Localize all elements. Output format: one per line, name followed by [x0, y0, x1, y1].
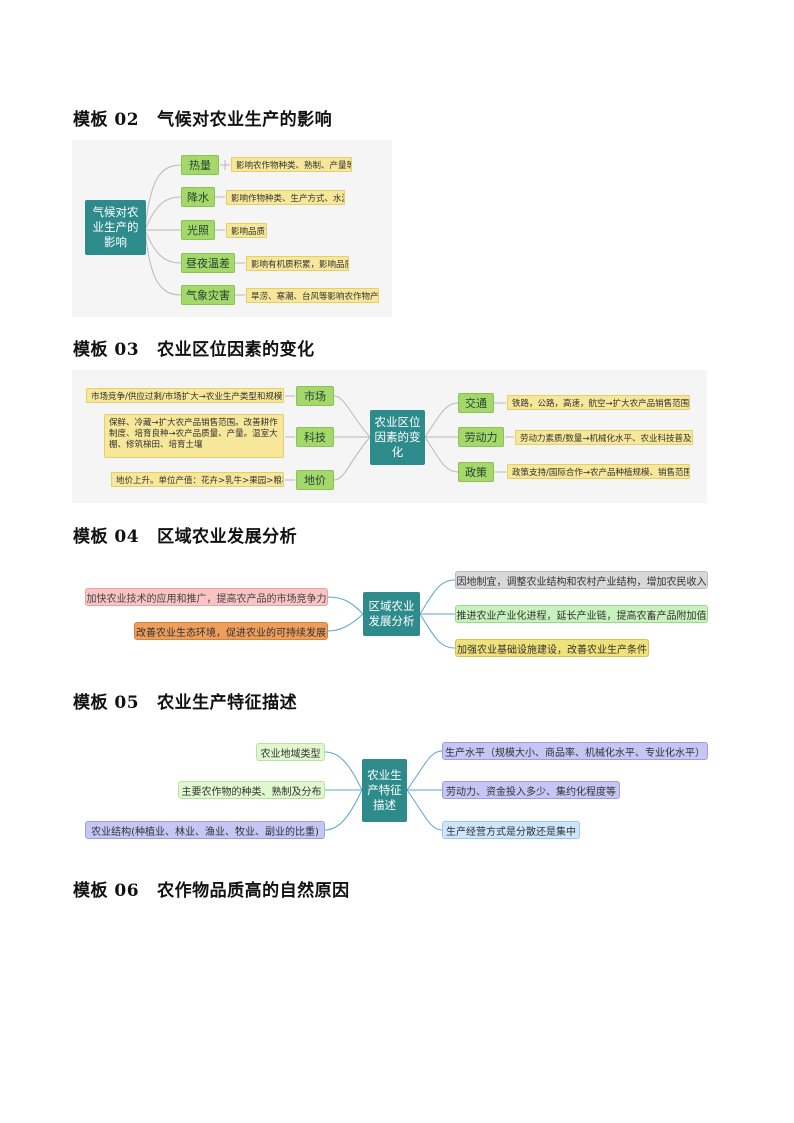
- factor-node: 政策: [458, 462, 494, 482]
- factor-description: 旱涝、寒潮、台风等影响农作物产量: [246, 288, 379, 303]
- measure-item: 因地制宜，调整农业结构和农村产业结构，增加农民收入: [455, 571, 708, 589]
- factor-node: 光照: [181, 220, 215, 240]
- center-node: 气候对农业生产的影响: [85, 200, 146, 255]
- measure-item: 推进农业产业化进程，延长产业链，提高农畜产品附加值: [455, 605, 708, 623]
- feature-item: 生产水平（规模大小、商品率、机械化水平、专业化水平）: [442, 742, 708, 760]
- factor-description: 影响农作物种类、熟制、产量等: [231, 157, 352, 172]
- factor-description: 影响有机质积累，影响品质: [246, 256, 349, 271]
- template-number: 模板 05: [73, 693, 140, 713]
- factor-description: 影响品质: [226, 223, 267, 238]
- center-node: 区域农业发展分析: [363, 592, 420, 636]
- factor-description: 影响作物种类、生产方式、水源: [226, 190, 345, 205]
- template-title: 气候对农业生产的影响: [157, 110, 333, 130]
- factor-node: 热量: [181, 155, 219, 175]
- factor-node: 科技: [296, 427, 334, 447]
- factor-description: 劳动力素质/数量→机械化水平、农业科技普及: [515, 430, 693, 445]
- factor-node: 地价: [296, 470, 334, 490]
- measure-item: 改善农业生态环境，促进农业的可持续发展: [134, 622, 328, 640]
- heading-template-05: 模板 05 农业生产特征描述: [73, 688, 297, 713]
- heading-template-04: 模板 04 区域农业发展分析: [73, 522, 297, 547]
- template-number: 模板 06: [73, 881, 140, 901]
- center-node: 农业生产特征描述: [362, 759, 407, 822]
- template-number: 模板 02: [73, 110, 140, 130]
- measure-item: 加强农业基础设施建设，改善农业生产条件: [455, 639, 649, 657]
- factor-description: 市场竞争/供应过剩/市场扩大→农业生产类型和规模: [86, 388, 284, 403]
- feature-item: 农业结构(种植业、林业、渔业、牧业、副业的比重): [85, 821, 325, 839]
- factor-node: 市场: [296, 386, 334, 406]
- factor-description: 政策支持/国际合作→农产品种植规模、销售范围: [507, 464, 690, 479]
- factor-node: 劳动力: [458, 427, 504, 447]
- factor-description: 地价上升。单位产值：花卉>乳牛>果园>粮棉: [111, 472, 284, 487]
- factor-node: 降水: [181, 187, 215, 207]
- factor-node: 气象灾害: [181, 285, 235, 305]
- factor-node: 交通: [458, 393, 494, 413]
- measure-item: 加快农业技术的应用和推广，提高农产品的市场竞争力: [85, 588, 328, 606]
- factor-node: 昼夜温差: [181, 253, 235, 273]
- template-title: 区域农业发展分析: [157, 527, 298, 547]
- template-title: 农作物品质高的自然原因: [157, 881, 350, 901]
- factor-description: 铁路，公路，高速，航空→扩大农产品销售范围: [507, 395, 690, 410]
- template-title: 农业生产特征描述: [157, 693, 298, 713]
- feature-item: 农业地域类型: [256, 743, 325, 761]
- feature-item: 劳动力、资金投入多少、集约化程度等: [442, 781, 620, 799]
- feature-item: 生产经营方式是分散还是集中: [442, 821, 580, 839]
- center-node: 农业区位因素的变化: [370, 410, 425, 465]
- template-number: 模板 03: [73, 340, 140, 360]
- heading-template-03: 模板 03 农业区位因素的变化: [73, 335, 315, 360]
- feature-item: 主要农作物的种类、熟制及分布: [178, 781, 325, 799]
- template-title: 农业区位因素的变化: [157, 340, 315, 360]
- factor-description: 保鲜、冷藏→扩大农产品销售范围。改善耕作制度、培育良种→农产品质量、产量。温室大…: [104, 414, 284, 458]
- heading-template-06: 模板 06 农作物品质高的自然原因: [73, 876, 350, 901]
- heading-template-02: 模板 02 气候对农业生产的影响: [73, 105, 332, 130]
- template-number: 模板 04: [73, 527, 140, 547]
